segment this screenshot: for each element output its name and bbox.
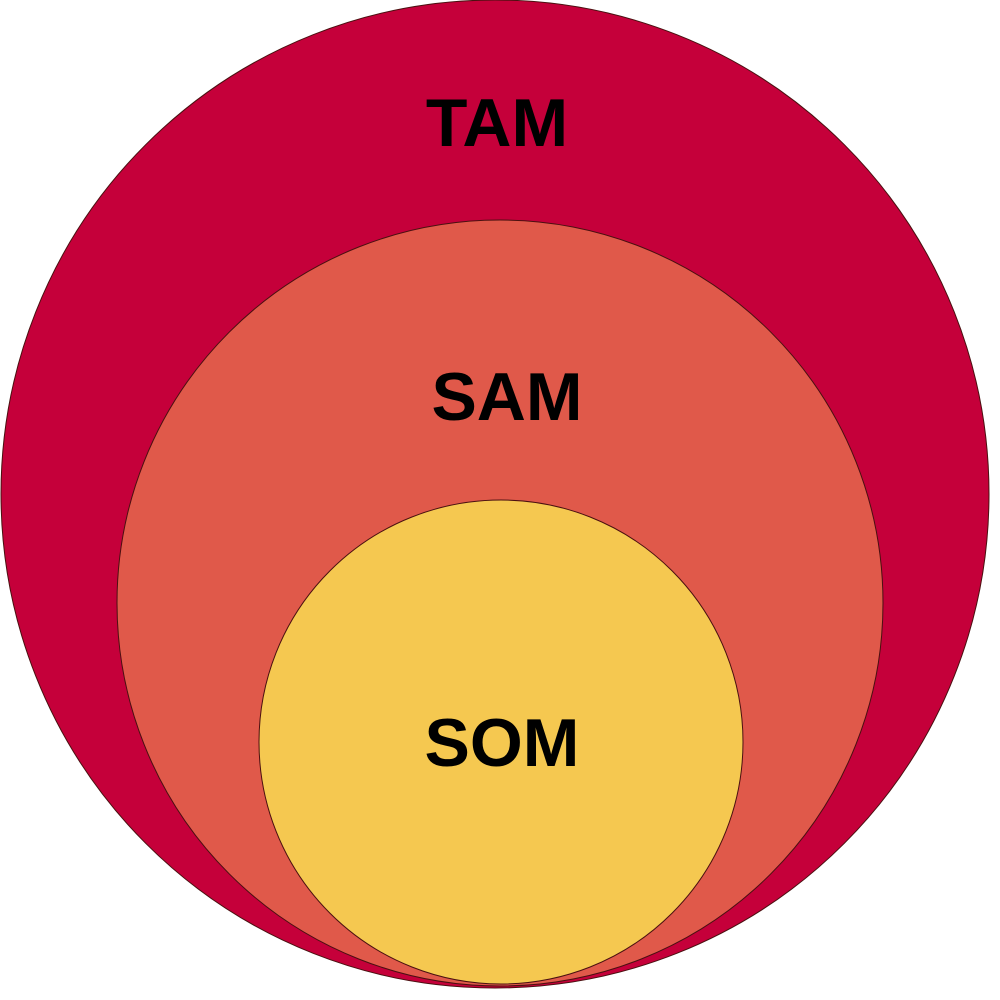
som-label: SOM (425, 705, 580, 781)
sam-label: SAM (431, 359, 582, 435)
tam-label: TAM (426, 85, 568, 161)
som-circle (258, 499, 744, 985)
